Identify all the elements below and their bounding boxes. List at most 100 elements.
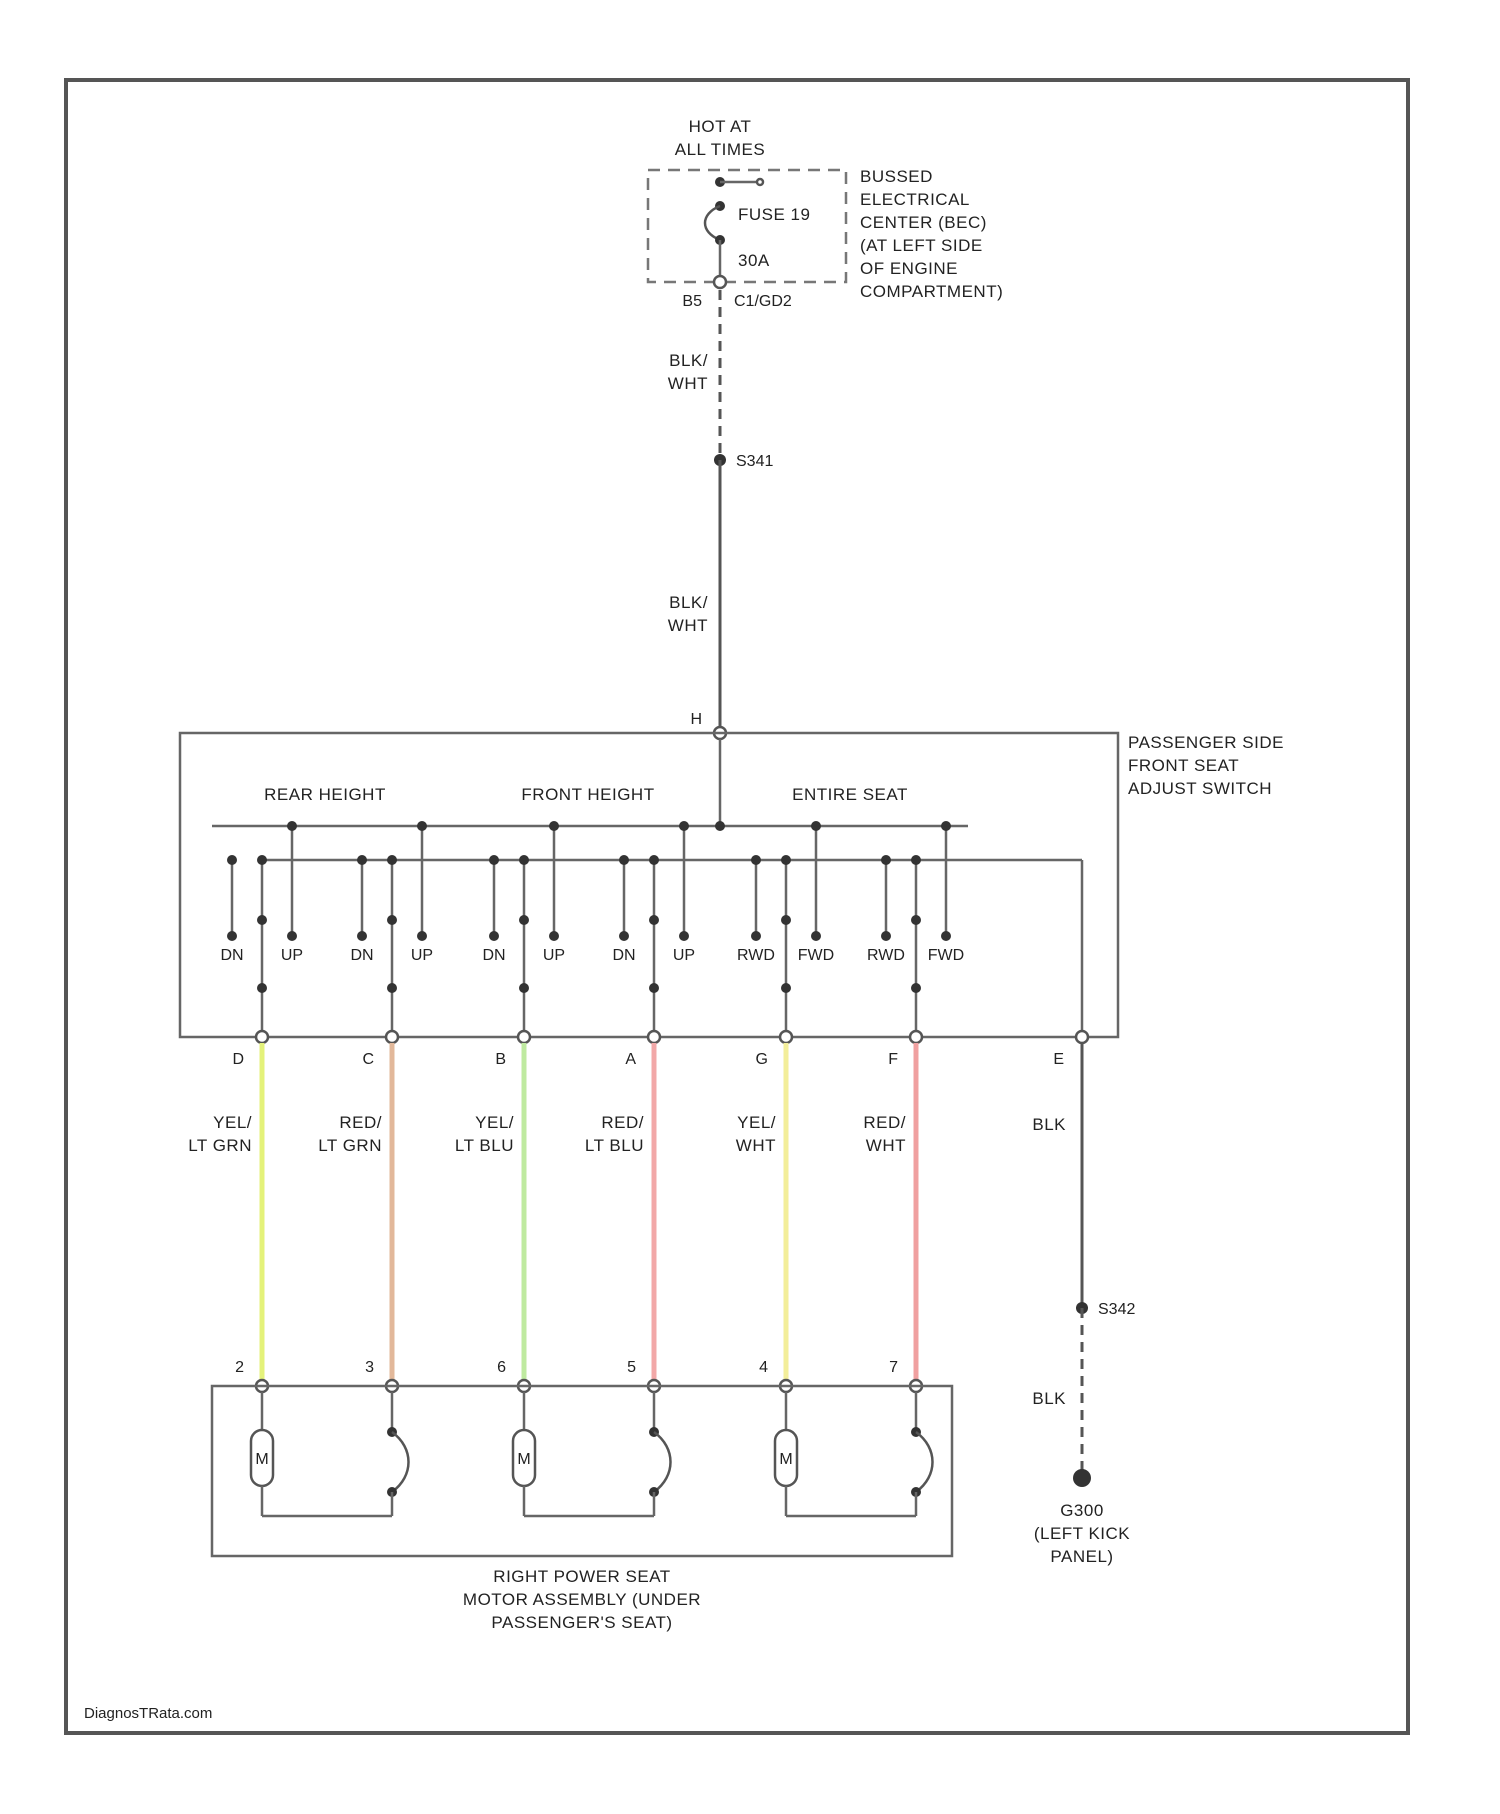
contact-point	[811, 931, 821, 941]
contact-pair-common-dot	[387, 915, 397, 925]
contact-tap-dot	[549, 821, 559, 831]
switch-pin-label: B	[495, 1051, 506, 1068]
switch-pin-connector	[910, 1031, 922, 1043]
contact-pair-node	[649, 855, 659, 865]
ground-id: G300	[1060, 1501, 1104, 1520]
switch-pin-connector	[780, 1031, 792, 1043]
contact-label: UP	[673, 947, 695, 964]
contact-label: UP	[543, 947, 565, 964]
switch-name-line2: FRONT SEAT	[1128, 756, 1239, 775]
contact-point	[881, 931, 891, 941]
wire-color-label: LT BLU	[455, 1136, 514, 1155]
switch-pin-h: H	[690, 711, 702, 728]
feed-color-1b: WHT	[668, 374, 708, 393]
feed-color-1a: BLK/	[669, 351, 708, 370]
contact-tap-dot	[941, 821, 951, 831]
fuse-label: FUSE 19	[738, 205, 810, 224]
contact-tap-dot	[881, 855, 891, 865]
contact-label: DN	[482, 947, 505, 964]
switch-pin-label: F	[888, 1051, 898, 1068]
motor-pin-label: 6	[497, 1359, 506, 1376]
contact-pair-output-dot	[519, 983, 529, 993]
wire-color-label: LT GRN	[188, 1136, 252, 1155]
ground-pin-connector	[1076, 1031, 1088, 1043]
contact-pair-common-dot	[649, 915, 659, 925]
contact-pair-node	[781, 855, 791, 865]
ground-wire: E BLK S342 BLK G300 (LEFT KICK PANEL)	[1032, 860, 1135, 1566]
ground-point	[1073, 1469, 1091, 1487]
feed-wire: BLK/ WHT S341 BLK/ WHT H	[668, 290, 774, 739]
contact-pair-node	[911, 855, 921, 865]
contact-tap-dot	[357, 855, 367, 865]
bec-label-line4: (AT LEFT SIDE	[860, 236, 983, 255]
circuit-breaker-symbol	[654, 1432, 671, 1492]
switch-pin-connector	[648, 1031, 660, 1043]
contact-tap-dot	[811, 821, 821, 831]
fuse-symbol	[705, 206, 720, 240]
contact-point	[619, 931, 629, 941]
section-rear-height: REAR HEIGHT	[264, 785, 386, 804]
contact-pair-output-dot	[781, 983, 791, 993]
motor-pin-label: 5	[627, 1359, 636, 1376]
bec-label-line2: ELECTRICAL	[860, 190, 970, 209]
switch-pin-label: G	[756, 1051, 768, 1068]
contact-tap-dot	[679, 821, 689, 831]
switch-pin-label: D	[232, 1051, 244, 1068]
contact-tap-dot	[619, 855, 629, 865]
contact-point	[227, 931, 237, 941]
section-entire-seat: ENTIRE SEAT	[792, 785, 908, 804]
wire-color-label: WHT	[866, 1136, 906, 1155]
motor-letter: M	[779, 1451, 792, 1468]
wire-color-label: YEL/	[475, 1113, 514, 1132]
connector-pin: B5	[682, 293, 702, 310]
contact-pair-common-dot	[519, 915, 529, 925]
contact-tap-dot	[489, 855, 499, 865]
contact-pair-common-dot	[781, 915, 791, 925]
contact-point	[287, 931, 297, 941]
contact-label: UP	[411, 947, 433, 964]
contact-label: FWD	[928, 947, 964, 964]
contact-label: RWD	[737, 947, 775, 964]
contact-point	[751, 931, 761, 941]
feed-color-2b: WHT	[668, 616, 708, 635]
contact-point	[357, 931, 367, 941]
wire-color-label: RED/	[863, 1113, 906, 1132]
ground-location-2: PANEL)	[1050, 1547, 1113, 1566]
wire-color-label: YEL/	[213, 1113, 252, 1132]
contact-point	[679, 931, 689, 941]
wire-color-label: RED/	[339, 1113, 382, 1132]
contact-tap-dot	[751, 855, 761, 865]
contact-pair-output-dot	[649, 983, 659, 993]
contact-label: DN	[220, 947, 243, 964]
motor-pin-label: 7	[889, 1359, 898, 1376]
connector-id: C1/GD2	[734, 293, 792, 310]
switch-pin-connector	[386, 1031, 398, 1043]
switch-pin-label: C	[362, 1051, 374, 1068]
bec-label-line1: BUSSED	[860, 167, 933, 186]
motor-name-line1: RIGHT POWER SEAT	[493, 1567, 670, 1586]
contact-point	[941, 931, 951, 941]
switch-pin-connector	[256, 1031, 268, 1043]
contact-label: FWD	[798, 947, 834, 964]
contact-point	[489, 931, 499, 941]
contact-pair-common-dot	[257, 915, 267, 925]
ground-color-2: BLK	[1032, 1389, 1066, 1408]
switch-name-line3: ADJUST SWITCH	[1128, 779, 1272, 798]
contact-tap-dot	[417, 821, 427, 831]
contact-label: UP	[281, 947, 303, 964]
bec-label-line5: OF ENGINE	[860, 259, 958, 278]
power-source: HOT AT ALL TIMES FUSE 19 30A B5 C1/GD2 B…	[648, 117, 1003, 310]
feed-color-2a: BLK/	[669, 593, 708, 612]
bus-stub-end	[757, 179, 763, 185]
contact-label: DN	[612, 947, 635, 964]
power-bus-node	[715, 821, 725, 831]
watermark: DiagnosTRata.com	[84, 1705, 212, 1722]
wire-color-label: LT GRN	[318, 1136, 382, 1155]
contact-label: RWD	[867, 947, 905, 964]
contact-pair-output-dot	[387, 983, 397, 993]
motor-pin-label: 2	[235, 1359, 244, 1376]
